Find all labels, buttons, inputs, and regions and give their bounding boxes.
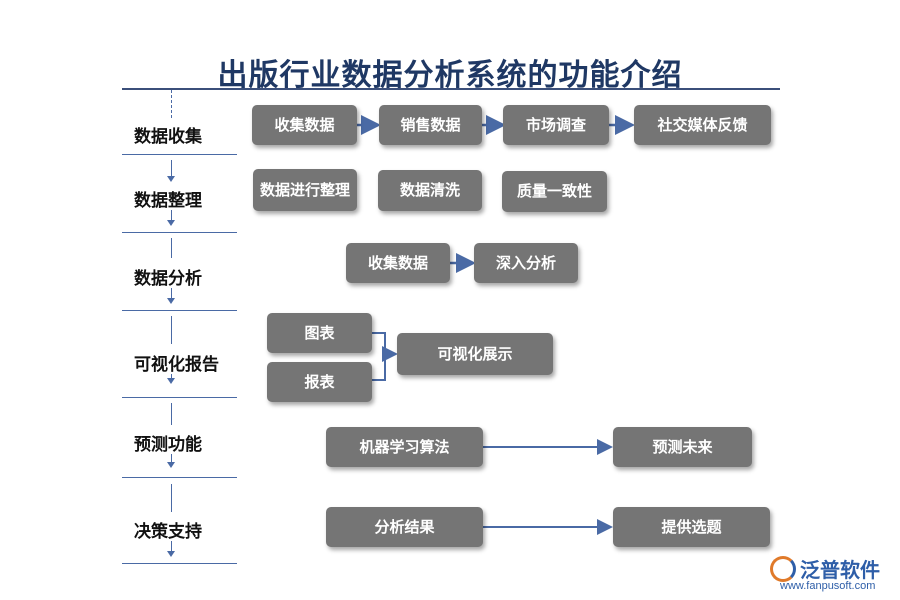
flow-line: [171, 374, 172, 380]
box-charts: 图表: [267, 313, 372, 353]
flow-line: [171, 541, 172, 553]
flow-line: [171, 403, 172, 425]
logo-name: 泛普软件: [800, 558, 880, 582]
box-collect-data-2: 收集数据: [346, 243, 450, 283]
box-sales-data: 销售数据: [379, 105, 482, 145]
box-provide-topics: 提供选题: [613, 507, 770, 547]
row-separator: [122, 477, 237, 478]
arrow-down-icon: [167, 220, 175, 226]
box-market-survey: 市场调查: [503, 105, 609, 145]
row-separator: [122, 310, 237, 311]
arrow-down-icon: [167, 462, 175, 468]
flow-line: [171, 210, 172, 222]
row-label-decision-support: 决策支持: [134, 522, 202, 542]
brand-logo: 泛普软件: [770, 554, 880, 583]
flow-line: [171, 454, 172, 464]
row-label-data-analysis: 数据分析: [134, 269, 202, 289]
box-deep-analysis: 深入分析: [474, 243, 578, 283]
row-separator: [122, 232, 237, 233]
box-organize-data: 数据进行整理: [253, 169, 357, 211]
box-social-media-feedback: 社交媒体反馈: [634, 105, 771, 145]
page-title: 出版行业数据分析系统的功能介绍: [217, 58, 683, 93]
title-underline: [122, 88, 780, 90]
row-separator: [122, 154, 237, 155]
row-separator: [122, 563, 237, 564]
flow-line: [171, 288, 172, 300]
row-label-visual-report: 可视化报告: [134, 355, 219, 375]
flow-line: [171, 316, 172, 344]
merge-arrow-icon: [372, 332, 394, 381]
arrow-down-icon: [167, 298, 175, 304]
arrow-down-icon: [167, 378, 175, 384]
row-label-data-organization: 数据整理: [134, 191, 202, 211]
box-reports: 报表: [267, 362, 372, 402]
arrow-down-icon: [167, 176, 175, 182]
arrow-down-icon: [167, 551, 175, 557]
flow-line: [171, 238, 172, 258]
row-separator: [122, 397, 237, 398]
flow-line: [171, 90, 172, 118]
flow-line: [171, 160, 172, 178]
box-quality-consistency: 质量一致性: [502, 171, 607, 212]
row-label-data-collection: 数据收集: [134, 127, 202, 147]
logo-url: www.fanpusoft.com: [780, 580, 876, 592]
box-predict-future: 预测未来: [613, 427, 752, 467]
box-analysis-results: 分析结果: [326, 507, 483, 547]
logo-icon: [770, 555, 796, 582]
flow-line: [171, 484, 172, 512]
box-ml-algorithms: 机器学习算法: [326, 427, 483, 467]
box-collect-data: 收集数据: [252, 105, 357, 145]
box-visual-display: 可视化展示: [397, 333, 553, 375]
box-data-cleaning: 数据清洗: [378, 170, 482, 211]
row-label-prediction: 预测功能: [134, 435, 202, 455]
